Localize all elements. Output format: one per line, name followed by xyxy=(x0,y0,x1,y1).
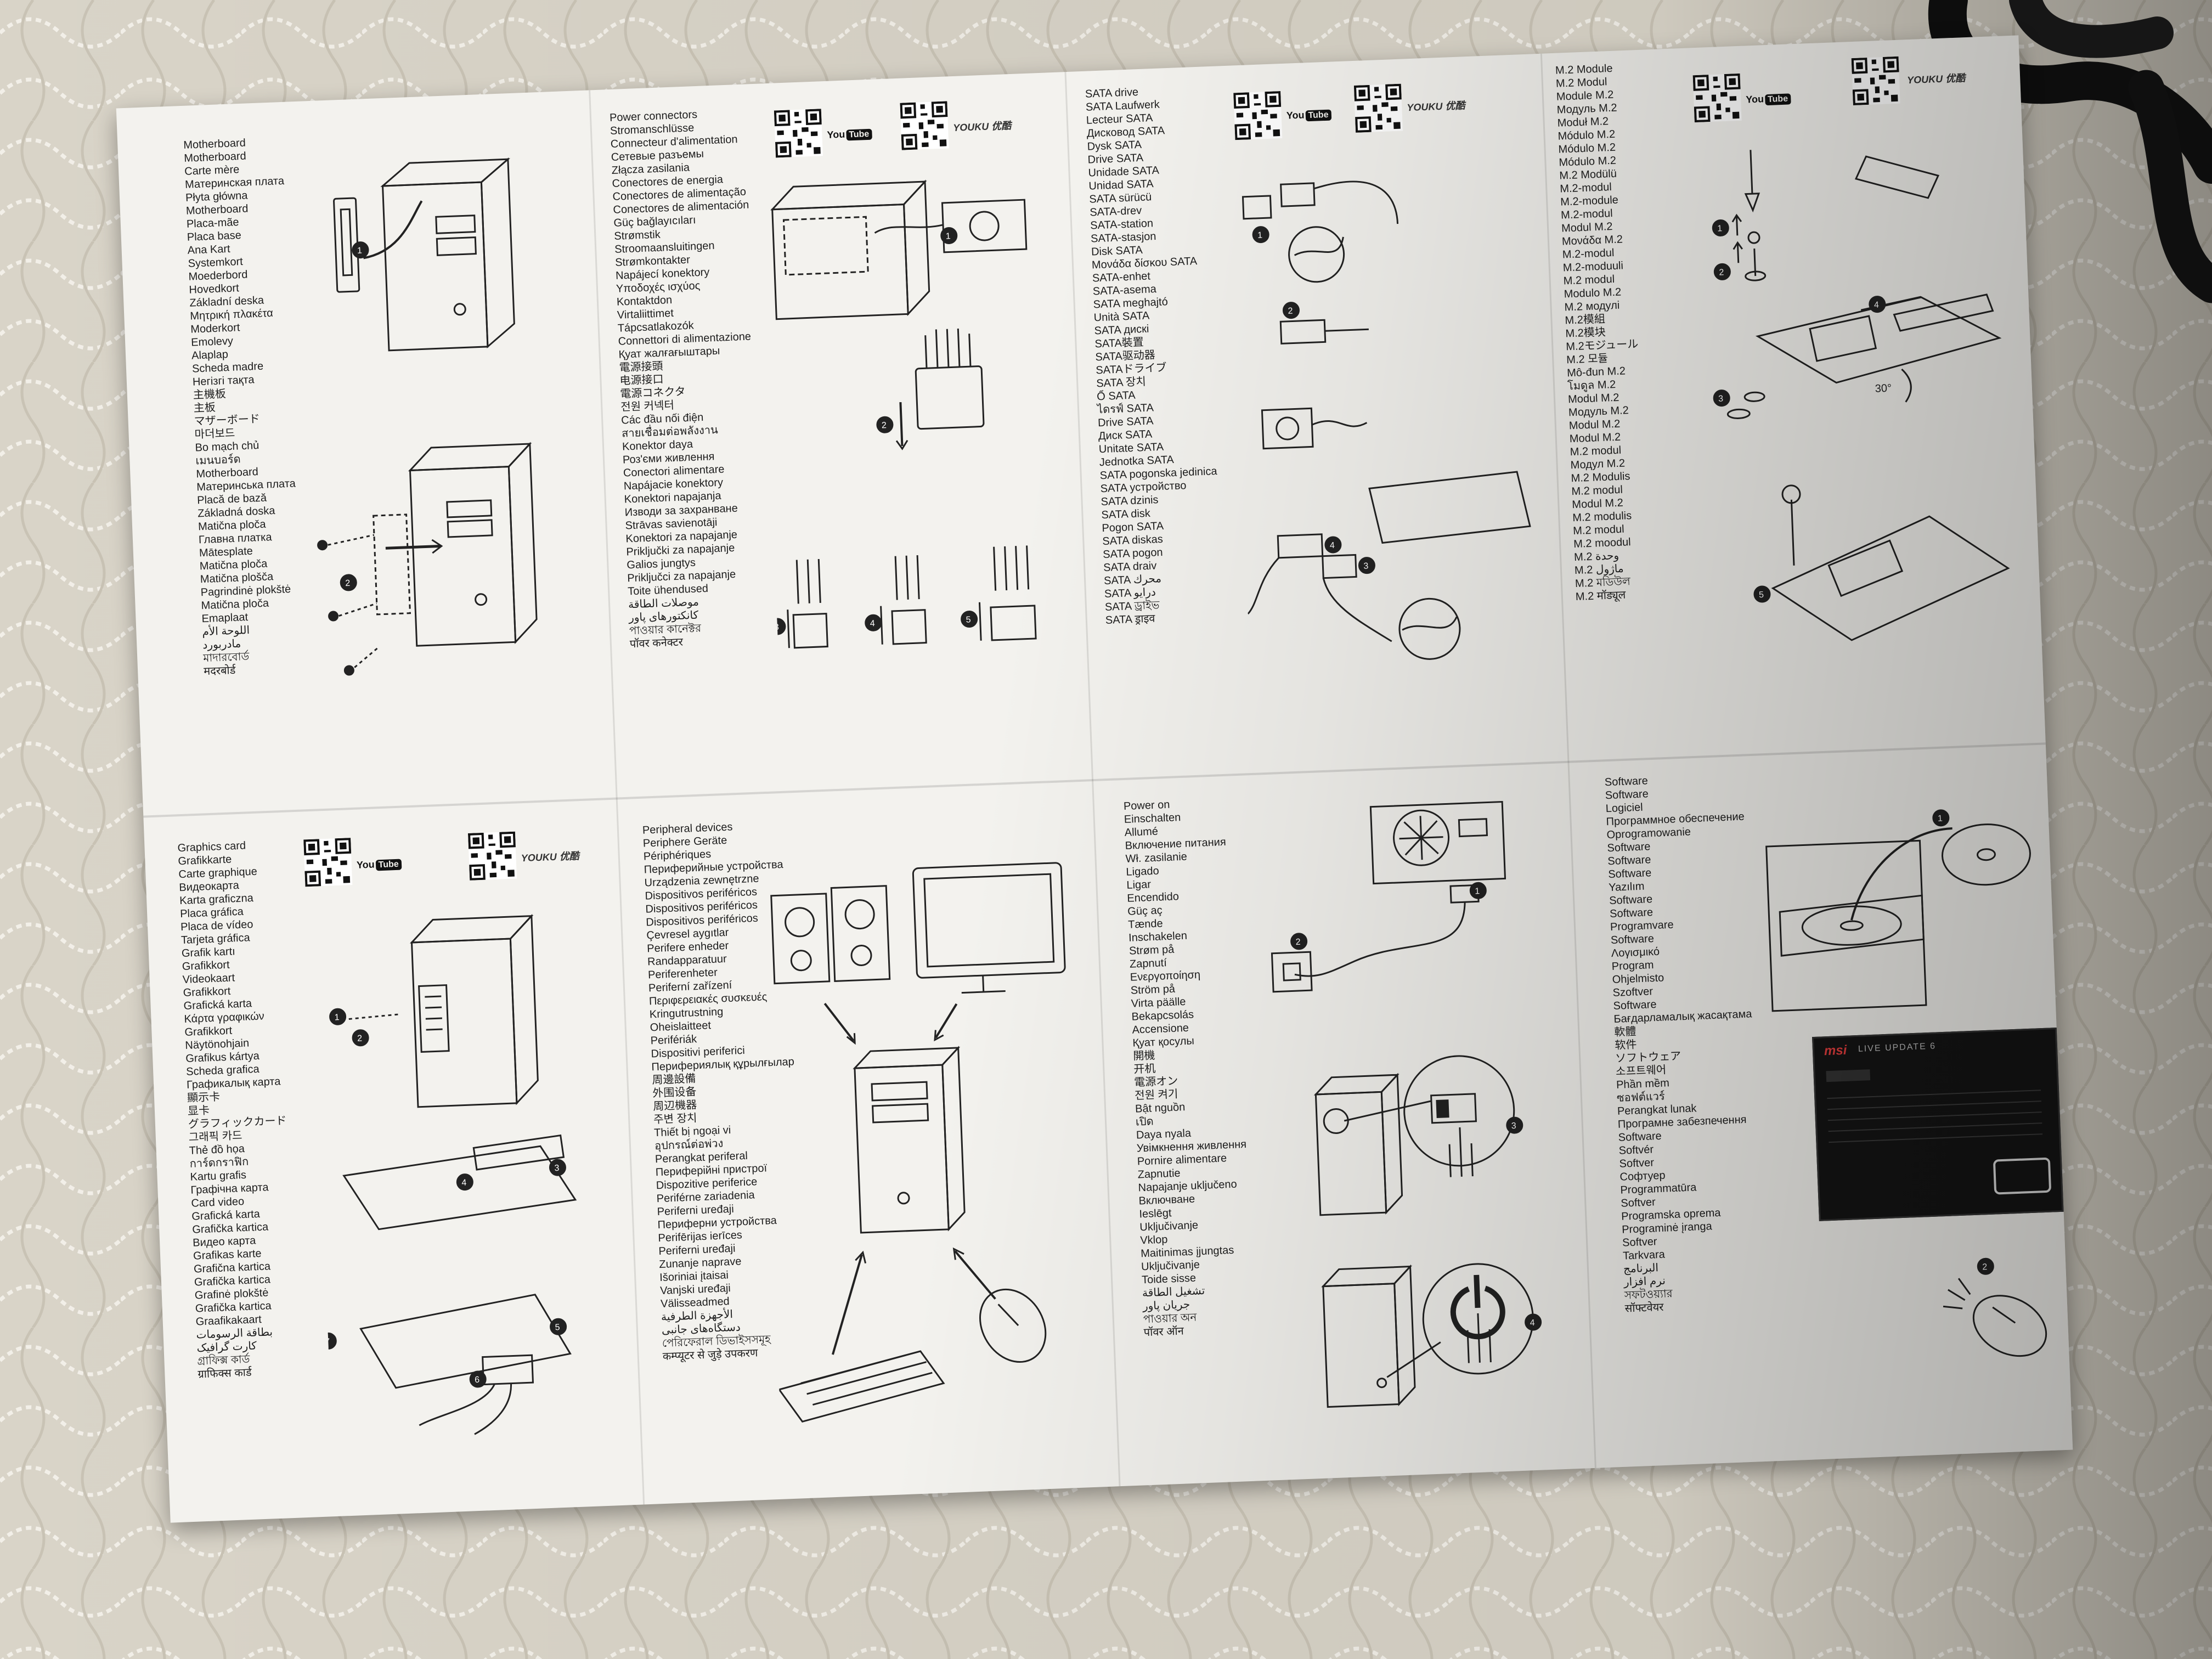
youku-logo: YOUKU 优酷 xyxy=(521,850,580,864)
youku-qr-code xyxy=(1353,83,1403,133)
youku-qr-code xyxy=(1851,56,1900,106)
callout-4: 4 xyxy=(870,619,876,628)
callout-2: 2 xyxy=(1295,938,1301,947)
callout-3: 3 xyxy=(1511,1121,1517,1131)
youtube-qr-code xyxy=(1233,91,1283,140)
callout-3: 3 xyxy=(1718,394,1724,403)
callout-2: 2 xyxy=(882,421,887,430)
callout-3: 3 xyxy=(1363,562,1369,571)
motherboard-install-illustration: 1 2 xyxy=(317,157,538,676)
youku-qr-code xyxy=(900,101,949,150)
language-label: M.2 मॉड्यूल xyxy=(1575,589,1626,603)
youku-logo: YOUKU 优酷 xyxy=(1407,100,1465,114)
software-disc-illustration: 1 xyxy=(1765,809,2031,1012)
callout-2: 2 xyxy=(357,1034,363,1043)
callout-1: 1 xyxy=(1475,887,1480,896)
youtube-qr-code xyxy=(774,109,823,158)
callout-3: 3 xyxy=(774,623,780,632)
mouse-click-illustration: 2 xyxy=(1943,1257,2047,1357)
angle-label: 30° xyxy=(1875,382,1892,395)
callout-2: 2 xyxy=(1288,306,1293,315)
callout-1: 1 xyxy=(334,1013,340,1022)
m2-module-illustration: 1 2 4 30° 3 5 xyxy=(1712,150,2010,641)
live-update-title: LIVE UPDATE 6 xyxy=(1858,1041,1937,1054)
callout-4: 4 xyxy=(1874,300,1880,309)
peripheral-devices-illustration xyxy=(770,862,1066,1423)
callout-4: 4 xyxy=(1530,1318,1535,1328)
callout-6: 6 xyxy=(475,1375,480,1385)
language-label: M.2モジュール xyxy=(1565,338,1639,353)
callout-5: 5 xyxy=(966,615,971,624)
msi-logo: msi xyxy=(1824,1042,1847,1059)
callout-4: 4 xyxy=(1330,541,1335,550)
power-on-illustration: 1 2 3 4 xyxy=(1271,800,1542,1408)
callout-5: 5 xyxy=(1759,590,1764,600)
callout-1: 1 xyxy=(1938,814,1943,823)
youku-logo: YOUKU 优酷 xyxy=(1906,72,1966,86)
youku-logo: YOUKU 优酷 xyxy=(952,120,1012,134)
callout-5: 5 xyxy=(555,1323,560,1332)
callout-1: 1 xyxy=(1717,224,1723,233)
live-update-table xyxy=(1826,1069,2051,1195)
graphics-card-illustration: 1 2 4 3 7 5 6 xyxy=(319,913,577,1435)
youtube-qr-code xyxy=(303,838,353,887)
callout-7: 7 xyxy=(325,1337,330,1346)
callout-2: 2 xyxy=(1719,268,1724,277)
callout-2: 2 xyxy=(1982,1262,1988,1272)
callout-2: 2 xyxy=(345,579,351,588)
live-update-screenshot: msi LIVE UPDATE 6 xyxy=(1812,1028,2064,1221)
callout-1: 1 xyxy=(1257,231,1263,240)
callout-1: 1 xyxy=(946,232,951,241)
youku-qr-code xyxy=(467,831,517,881)
sata-drive-illustration: 1 2 4 3 xyxy=(1242,180,1531,660)
callout-3: 3 xyxy=(554,1164,560,1173)
callout-4: 4 xyxy=(461,1178,467,1187)
youtube-qr-code xyxy=(1692,73,1742,123)
power-connector-illustration: 1 2 3 4 5 xyxy=(769,179,1037,649)
callout-1: 1 xyxy=(357,246,363,256)
